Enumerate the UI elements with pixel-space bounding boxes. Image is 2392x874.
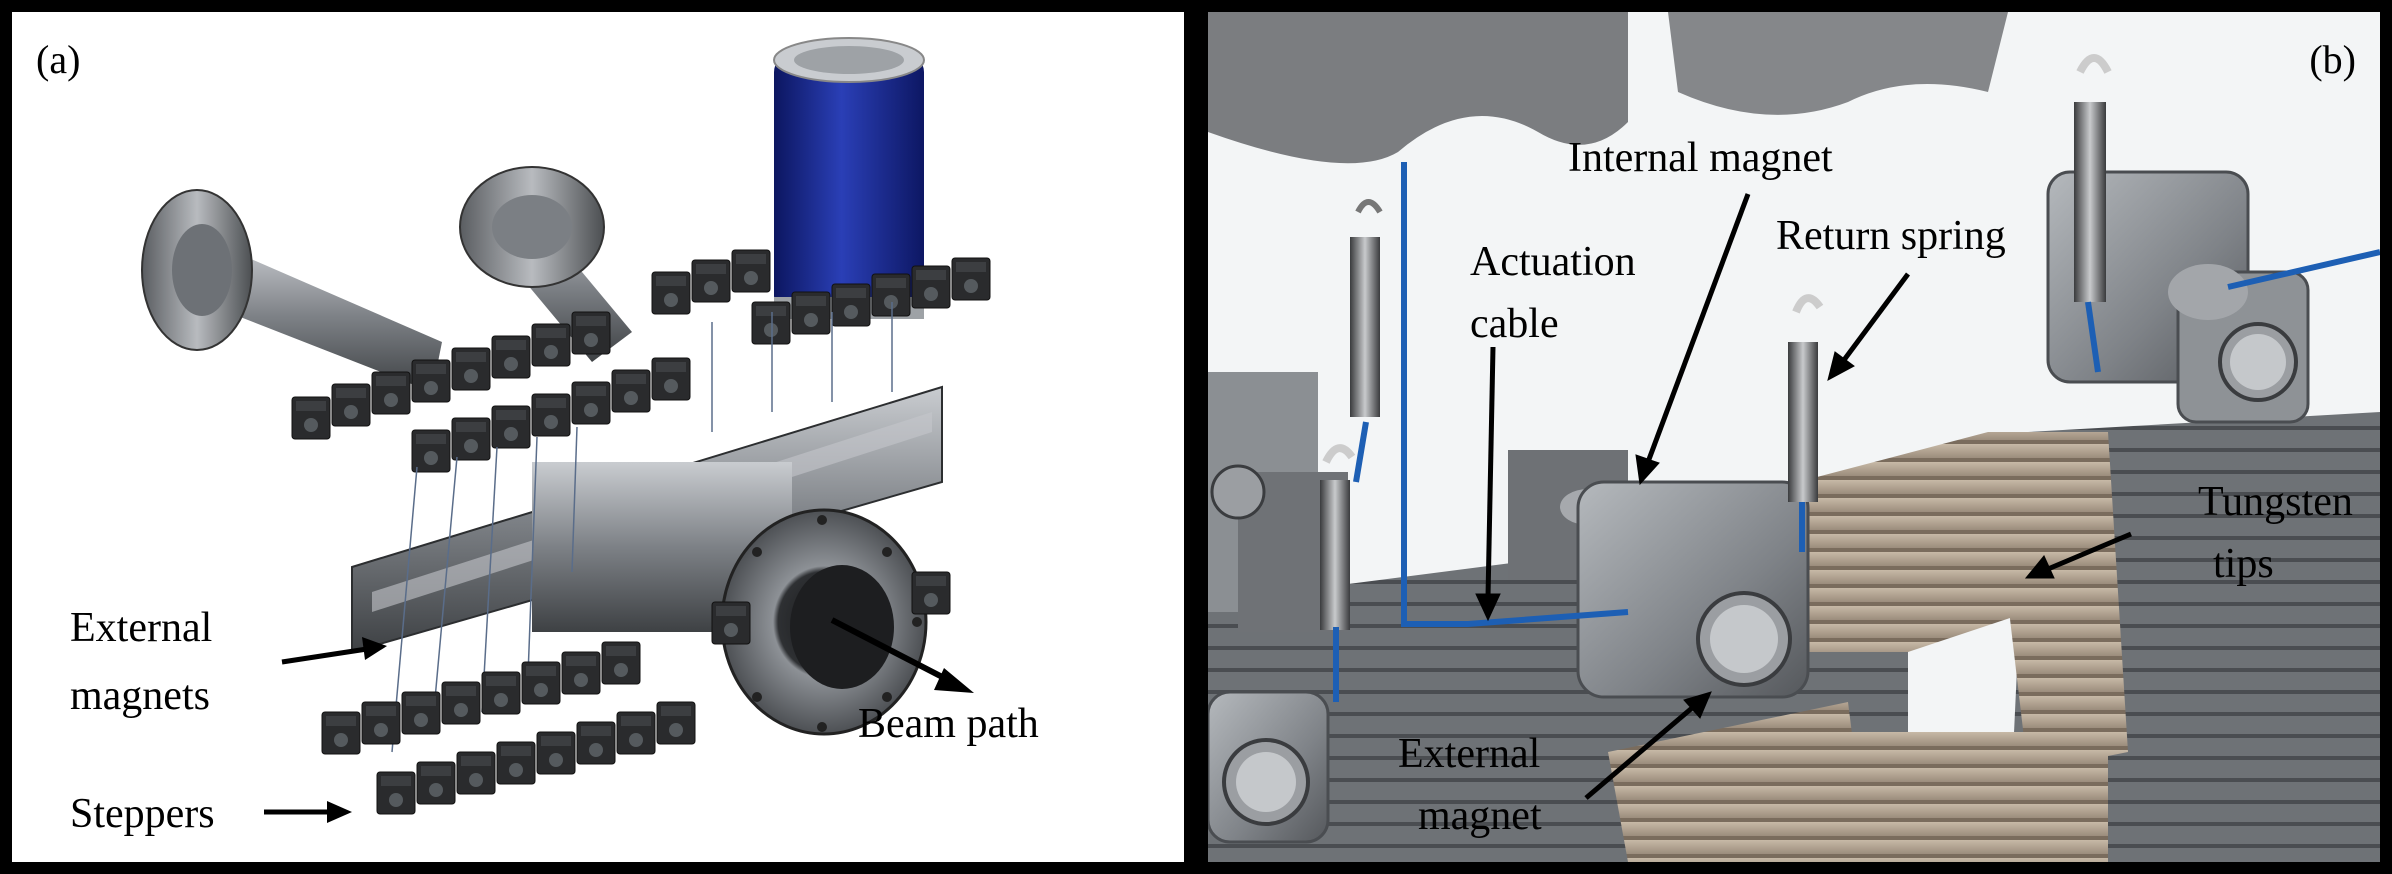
arrow-actuation-cable — [1475, 346, 1501, 622]
ceiling-block — [1208, 12, 2008, 164]
panel-a-render — [141, 37, 991, 823]
arrow-return-spring — [1827, 272, 1911, 381]
external-magnet-label-line2: magnet — [1418, 793, 1542, 839]
panel-b-label: (b) — [2309, 37, 2356, 82]
arrow-internal-magnet — [1635, 193, 1751, 486]
soda-can — [773, 37, 925, 319]
actuation-cable-label-line2: cable — [1470, 301, 1559, 347]
internal-magnet-label: Internal magnet — [1568, 135, 1833, 181]
steppers-label: Steppers — [70, 791, 215, 837]
external-magnets-label-line2: magnets — [70, 673, 210, 719]
external-magnet — [1576, 480, 1810, 699]
actuation-cable-label-line1: Actuation — [1470, 239, 1636, 285]
external-magnet-label-line1: External — [1398, 731, 1541, 777]
tungsten-tips-label-line1: Tungsten — [2198, 479, 2353, 525]
panel-b-render — [1208, 12, 2380, 862]
arrow-external-magnets — [281, 637, 387, 665]
arrow-steppers — [264, 801, 352, 823]
arrow-tungsten-tips — [2024, 531, 2132, 579]
return-spring — [1320, 54, 2112, 630]
arrow-external-magnet — [1584, 691, 1712, 800]
panel-a-label: (a) — [36, 37, 81, 82]
back-pipe-left — [141, 189, 442, 392]
arrow-beam-path — [830, 617, 974, 693]
actuation-cable-line — [1333, 162, 2380, 702]
tungsten-tips-label-line2: tips — [2213, 541, 2274, 587]
tungsten-tips — [1608, 432, 2128, 862]
return-spring-label: Return spring — [1776, 213, 2006, 259]
actuation-cables — [391, 302, 893, 753]
beam-path-label: Beam path — [858, 701, 1039, 747]
external-magnets-label-line1: External — [70, 605, 213, 651]
panel-b: (b) Internal magnet Actuation cable Retu… — [1196, 0, 2392, 874]
panel-a: (a) External magnets Steppers Beam path — [0, 0, 1196, 874]
